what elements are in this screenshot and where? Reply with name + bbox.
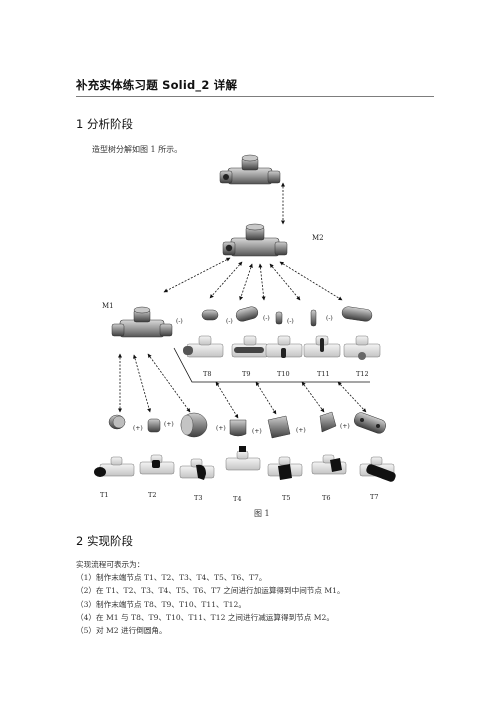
t10-tool-image	[275, 311, 283, 325]
link-m2-t8	[209, 261, 243, 299]
link-m2-t12	[279, 261, 343, 301]
op-plus-4: (+)	[252, 428, 262, 435]
t8-tool-image	[201, 309, 219, 321]
implementation-steps: 实现流程可表示为： （1）制作末端节点 T1、T2、T3、T4、T5、T6、T7…	[76, 558, 345, 637]
step-item: （1）制作末端节点 T1、T2、T3、T4、T5、T6、T7。	[76, 573, 267, 583]
op-minus-2: (-)	[226, 318, 233, 325]
t8-context-image	[183, 335, 224, 358]
t1-tool-image	[108, 414, 126, 430]
t2-tool-image	[147, 418, 161, 433]
t9-tool-image	[235, 306, 259, 322]
t4-context-image	[225, 446, 261, 471]
node-label-t8: T8	[203, 370, 211, 378]
link-m2-t10	[258, 263, 266, 301]
node-label-t11: T11	[317, 370, 330, 378]
link-m1-t7	[337, 381, 367, 413]
op-minus-1: (-)	[176, 318, 183, 325]
t7-context-image	[359, 456, 396, 482]
t12-tool-image	[341, 306, 373, 322]
node-label-t10: T10	[277, 370, 290, 378]
t12-context-image	[343, 335, 381, 360]
link-m2-t11	[269, 263, 301, 301]
step-item: （2）在 T1、T2、T3、T4、T5、T6、T7 之间进行加运算得到中间节点 …	[76, 586, 345, 596]
link-m1-t6	[301, 381, 325, 413]
op-minus-3: (-)	[263, 315, 270, 322]
t11-context-image	[303, 335, 341, 358]
node-label-m1: M1	[102, 302, 114, 310]
t10-context-image	[265, 335, 303, 358]
t5-tool-image	[267, 415, 291, 439]
node-label-t12: T12	[356, 370, 369, 378]
final-part-image	[219, 154, 281, 185]
node-label-t5: T5	[282, 494, 290, 502]
node-label-t3: T3	[194, 494, 202, 502]
t4-tool-image	[229, 419, 247, 437]
m2-part-image	[222, 223, 288, 257]
t5-context-image	[267, 456, 303, 480]
t7-tool-image	[354, 412, 386, 434]
link-m1-t3	[147, 353, 191, 413]
node-label-t9: T9	[242, 370, 250, 378]
figure-caption: 图 1	[254, 509, 270, 518]
m1-part-image	[111, 306, 173, 338]
node-label-t6: T6	[322, 494, 330, 502]
link-m1-t5	[255, 381, 277, 415]
link-m2-t9	[239, 263, 253, 301]
t2-context-image	[139, 454, 175, 475]
op-plus-6: (+)	[340, 423, 350, 430]
document-title: 补充实体练习题 Solid_2 详解	[76, 78, 238, 92]
link-m1-t4	[215, 381, 239, 419]
t3-tool-image	[180, 412, 208, 438]
step-item: （3）制作末端节点 T8、T9、T10、T11、T12。	[76, 599, 246, 609]
title-underline	[76, 96, 434, 97]
link-m1-t2	[133, 354, 151, 413]
section-heading-analysis: 1 分析阶段	[76, 117, 133, 131]
t1-context-image	[94, 456, 135, 477]
node-label-t4: T4	[233, 495, 241, 503]
node-label-t7: T7	[370, 493, 378, 501]
t6-tool-image	[319, 411, 337, 433]
intro-text: 造型树分解如图 1 所示。	[92, 145, 183, 154]
step-item: （4）在 M1 与 T8、T9、T10、T11、T12 之间进行减运算得到节点 …	[76, 612, 334, 622]
t11-tool-image	[310, 309, 317, 327]
node-label-t1: T1	[100, 491, 108, 499]
op-plus-3: (+)	[216, 425, 226, 432]
node-label-m2: M2	[312, 234, 324, 242]
op-minus-5: (-)	[326, 315, 333, 322]
step-item: （5）对 M2 进行倒圆角。	[76, 626, 167, 636]
op-minus-4: (-)	[287, 318, 294, 325]
steps-intro: 实现流程可表示为：	[76, 560, 145, 569]
section-heading-implementation: 2 实现阶段	[76, 534, 133, 548]
op-plus-1: (+)	[133, 425, 143, 432]
op-plus-5: (+)	[296, 427, 306, 434]
t9-context-image	[231, 335, 269, 358]
node-label-t2: T2	[148, 491, 156, 499]
t3-context-image	[179, 458, 215, 480]
modeling-tree-figure: M2 M1 (-) (-) (-) (-) (-)	[94, 154, 396, 503]
t6-context-image	[311, 454, 347, 475]
op-plus-2: (+)	[164, 421, 174, 428]
